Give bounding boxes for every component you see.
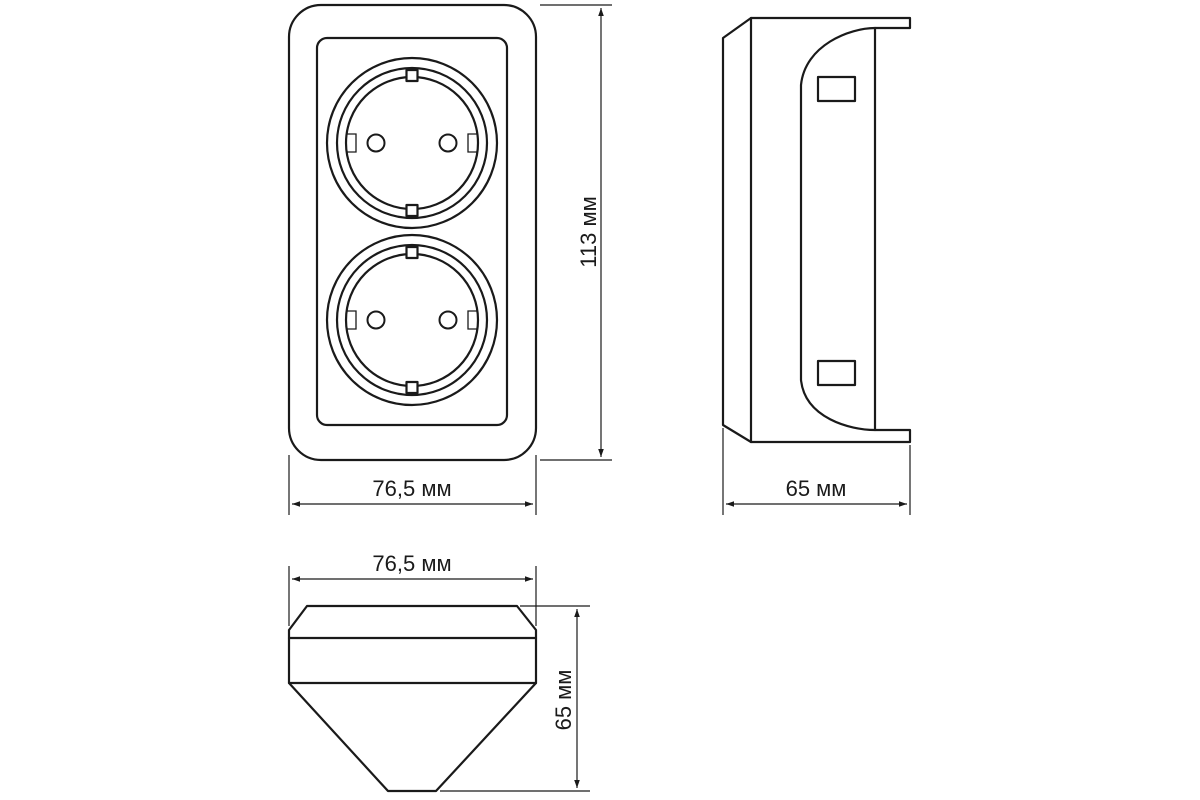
side-depth-dimension: 65 мм (722, 428, 911, 515)
front-width-label: 76,5 мм (372, 476, 451, 501)
top-width-label: 76,5 мм (372, 551, 451, 576)
side-clip-curve (799, 26, 877, 432)
front-view: 113 мм 76,5 мм (287, 3, 612, 515)
front-inner-panel (315, 36, 509, 427)
pin-hole-left (366, 133, 386, 153)
side-view: 65 мм (721, 16, 912, 515)
side-latch-upper (816, 75, 857, 103)
front-height-label: 113 мм (576, 196, 601, 267)
socket-upper (325, 56, 499, 230)
pin-hole-left (366, 310, 386, 330)
front-outer-frame (287, 3, 538, 462)
pin-hole-right (438, 133, 458, 153)
side-depth-label: 65 мм (786, 476, 847, 501)
top-depth-label: 65 мм (551, 670, 576, 731)
top-width-dimension: 76,5 мм (288, 551, 537, 626)
top-body (287, 604, 538, 793)
front-width-dimension: 76,5 мм (288, 455, 537, 515)
pin-hole-right (438, 310, 458, 330)
top-view: 76,5 мм 65 мм (287, 551, 590, 793)
socket-lower (325, 233, 499, 407)
top-depth-dimension: 65 мм (440, 605, 590, 792)
side-latch-lower (816, 359, 857, 387)
front-height-dimension: 113 мм (540, 4, 612, 461)
